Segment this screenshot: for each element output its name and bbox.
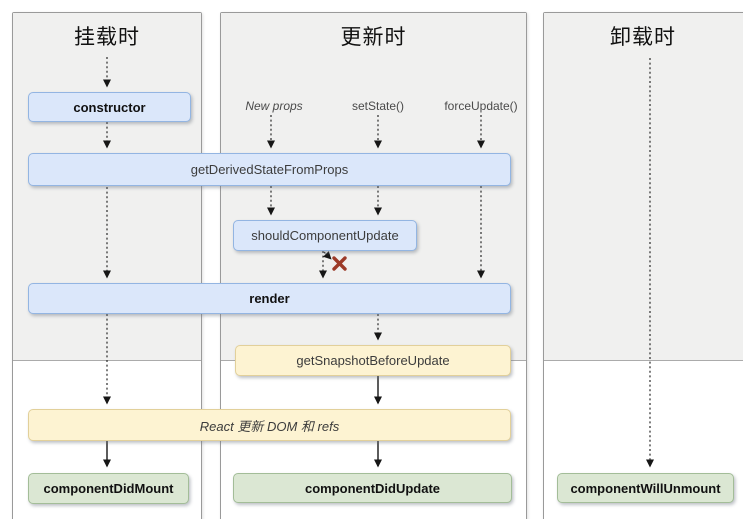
box-should-component-update: shouldComponentUpdate <box>233 220 417 251</box>
box-component-did-update-label: componentDidUpdate <box>304 480 441 496</box>
column-title-updating: 更新时 <box>340 26 407 49</box>
box-component-did-update: componentDidUpdate <box>233 473 512 503</box>
box-get-snapshot-before-update-label: getSnapshotBeforeUpdate <box>296 353 450 368</box>
trigger-new-props: New props <box>245 99 303 113</box>
box-constructor: constructor <box>28 92 191 122</box>
box-component-did-mount: componentDidMount <box>28 473 189 504</box>
box-render: render <box>28 283 511 314</box>
trigger-force-update: forceUpdate() <box>444 99 518 113</box>
box-component-will-unmount-label: componentWillUnmount <box>570 480 721 496</box>
trigger-set-state: setState() <box>351 99 405 113</box>
column-title-mounting: 挂载时 <box>74 26 140 49</box>
box-get-derived-state-from-props: getDerivedStateFromProps <box>28 153 511 186</box>
panel-unmounting <box>543 12 743 519</box>
box-should-component-update-label: shouldComponentUpdate <box>251 228 399 243</box>
column-title-unmounting: 卸载时 <box>610 26 676 49</box>
box-get-snapshot-before-update: getSnapshotBeforeUpdate <box>235 345 511 376</box>
box-component-did-mount-label: componentDidMount <box>43 481 174 496</box>
box-component-will-unmount: componentWillUnmount <box>557 473 734 503</box>
box-react-updates-dom: React 更新 DOM 和 refs <box>28 409 511 441</box>
panel-updating <box>220 12 527 519</box>
box-constructor-label: constructor <box>73 99 146 115</box>
box-react-updates-dom-label: React 更新 DOM 和 refs <box>199 418 340 434</box>
box-render-label: render <box>249 291 290 306</box>
box-get-derived-state-from-props-label: getDerivedStateFromProps <box>190 162 349 177</box>
render-phase-background <box>544 13 743 361</box>
panel-mounting <box>12 12 202 519</box>
